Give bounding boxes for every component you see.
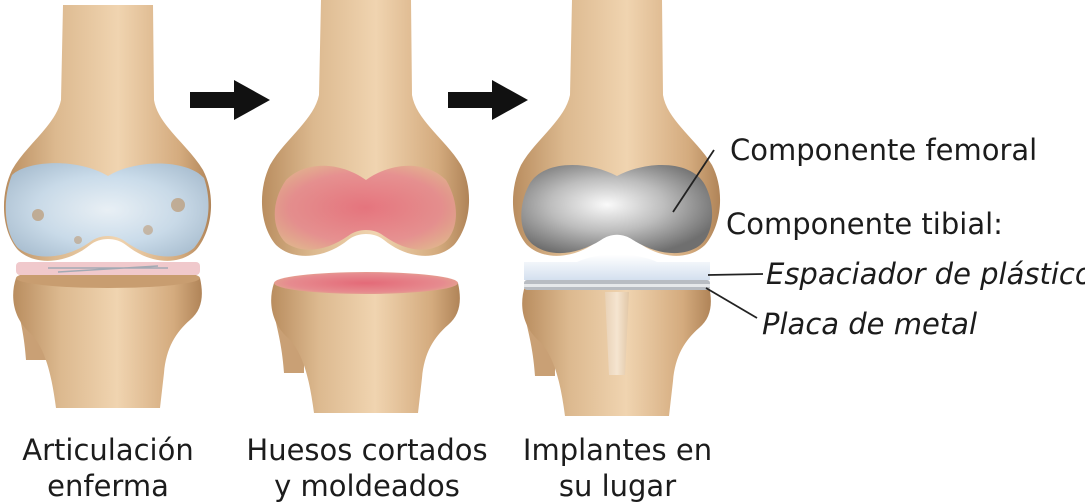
tibial-stem xyxy=(605,292,629,375)
plastic-spacer xyxy=(524,255,710,281)
caption-line: Articulación xyxy=(8,432,208,468)
caption-bones-cut: Huesos cortados y moldeados xyxy=(226,432,508,504)
caption-line: enferma xyxy=(8,468,208,504)
leader-plate xyxy=(706,288,757,318)
caption-line: Implantes en xyxy=(505,432,730,468)
stage-implants xyxy=(513,0,720,416)
cut-tibial-surface xyxy=(274,272,458,294)
caption-diseased-joint: Articulación enferma xyxy=(8,432,208,504)
label-tibial-component: Componente tibial: xyxy=(726,207,1003,241)
label-femoral-component: Componente femoral xyxy=(730,133,1037,167)
leader-spacer xyxy=(708,274,763,275)
label-plastic-spacer: Espaciador de plástico xyxy=(766,257,1085,291)
right-arrow-icon xyxy=(190,80,270,120)
stage-bones-cut xyxy=(262,0,469,413)
caption-line: Huesos cortados xyxy=(226,432,508,468)
label-metal-plate: Placa de metal xyxy=(762,307,977,341)
caption-line: y moldeados xyxy=(226,468,508,504)
stage-diseased-joint xyxy=(4,5,211,408)
caption-line: su lugar xyxy=(505,468,730,504)
femoral-component xyxy=(521,165,712,253)
caption-implants: Implantes en su lugar xyxy=(505,432,730,504)
right-arrow-icon xyxy=(448,80,528,120)
